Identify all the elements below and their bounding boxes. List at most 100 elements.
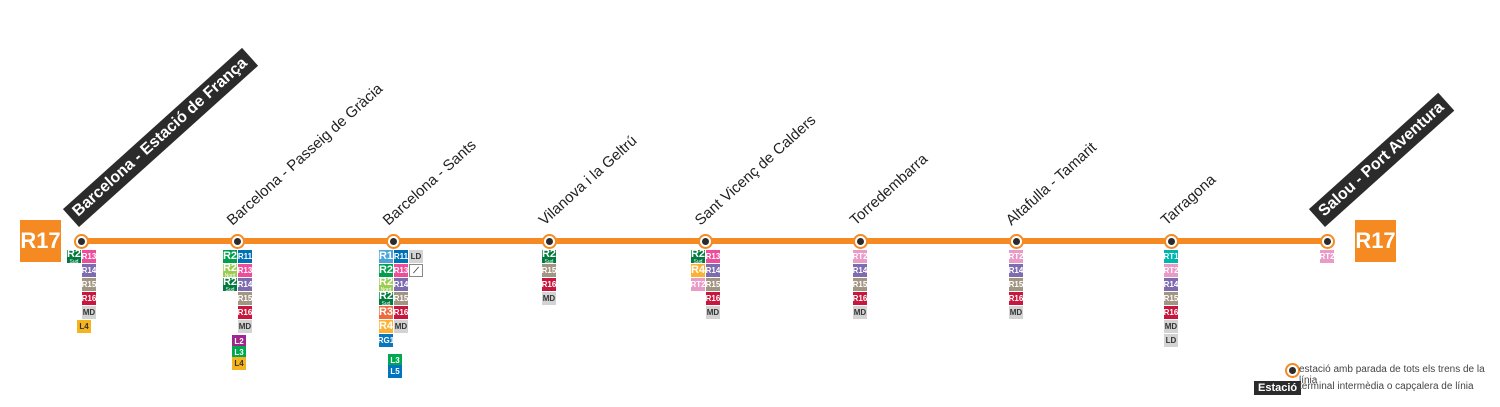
station-dot[interactable] <box>1166 236 1177 247</box>
service-badge-rt2[interactable]: RT2 <box>1008 250 1024 263</box>
service-badge-r13[interactable]: R13 <box>238 264 252 277</box>
service-badge-rt2[interactable]: RT2 <box>852 250 868 263</box>
service-badge-r16[interactable]: R16 <box>1009 292 1023 305</box>
service-badge-l2[interactable]: L2 <box>232 335 246 348</box>
service-badge-train[interactable]: ⟋ <box>409 264 423 277</box>
service-badge-r3[interactable]: R3 <box>379 306 393 319</box>
service-badge-md[interactable]: MD <box>542 292 556 305</box>
badge-sub: Sud <box>69 258 79 265</box>
service-badge-ld[interactable]: LD <box>1164 334 1178 347</box>
service-badge-r4[interactable]: R4 <box>379 320 393 333</box>
service-badge-r16[interactable]: R16 <box>706 292 720 305</box>
station-label[interactable]: Torredembarra <box>846 150 932 229</box>
service-badge-l5[interactable]: L5 <box>388 365 402 378</box>
service-badge-r16[interactable]: R16 <box>1164 306 1178 319</box>
badge-code: R3 <box>378 306 394 318</box>
service-badge-r15[interactable]: R15 <box>238 292 252 305</box>
service-badge-md[interactable]: MD <box>238 320 252 333</box>
service-badge-rt2[interactable]: RT2 <box>1319 250 1335 263</box>
badge-code: L4 <box>79 321 89 331</box>
badge-code: RT2 <box>1319 251 1335 261</box>
station-label[interactable]: Sant Vicenç de Calders <box>691 111 820 229</box>
badge-code: R16 <box>705 293 721 303</box>
badge-code: R15 <box>393 293 409 303</box>
service-badge-r14[interactable]: R14 <box>1164 278 1178 291</box>
station-dot[interactable] <box>388 236 399 247</box>
station-label[interactable]: Barcelona - Passeig de Gràcia <box>223 80 387 229</box>
service-badge-r15[interactable]: R15 <box>1009 278 1023 291</box>
service-badge-r14[interactable]: R14 <box>238 278 252 291</box>
station-dot[interactable] <box>1011 236 1022 247</box>
service-badge-r13[interactable]: R13 <box>82 250 96 263</box>
service-badge-l4[interactable]: L4 <box>77 320 91 333</box>
station-dot[interactable] <box>76 236 87 247</box>
station-dot[interactable] <box>855 236 866 247</box>
service-badge-r14[interactable]: R14 <box>853 264 867 277</box>
service-badge-r16[interactable]: R16 <box>82 292 96 305</box>
badge-code: R13 <box>393 265 409 275</box>
service-badge-l3[interactable]: L3 <box>388 354 402 367</box>
badge-code: MD <box>1009 307 1023 317</box>
service-badge-r11[interactable]: R11 <box>238 250 252 263</box>
station-label[interactable]: Barcelona - Sants <box>379 136 480 229</box>
badge-code: R16 <box>81 293 97 303</box>
service-badge-ld[interactable]: LD <box>409 250 423 263</box>
station-label[interactable]: Salou - Port Aventura <box>1308 92 1455 227</box>
service-badge-r16[interactable]: R16 <box>853 292 867 305</box>
service-badge-r15[interactable]: R15 <box>853 278 867 291</box>
service-badge-r16[interactable]: R16 <box>542 278 556 291</box>
service-badge-md[interactable]: MD <box>853 306 867 319</box>
station-label[interactable]: Altafulla - Tamarit <box>1002 139 1100 229</box>
service-badge-md[interactable]: MD <box>706 306 720 319</box>
service-badge-l4[interactable]: L4 <box>232 357 246 370</box>
station-label[interactable]: Barcelona - Estació de França <box>62 48 258 227</box>
service-badge-md[interactable]: MD <box>1164 320 1178 333</box>
badge-code: RT2 <box>1163 265 1179 275</box>
service-badge-r13[interactable]: R13 <box>394 264 408 277</box>
badge-code: LD <box>1165 335 1177 345</box>
service-badge-md[interactable]: MD <box>394 320 408 333</box>
service-badge-r15[interactable]: R15 <box>542 264 556 277</box>
station-label[interactable]: Tarragona <box>1157 171 1220 229</box>
service-badge-md[interactable]: MD <box>82 306 96 319</box>
station-dot[interactable] <box>700 236 711 247</box>
service-badge-r14[interactable]: R14 <box>706 264 720 277</box>
service-badge-r2[interactable]: R2 <box>379 264 393 277</box>
service-badge-r15[interactable]: R15 <box>82 278 96 291</box>
service-badge-r14[interactable]: R14 <box>82 264 96 277</box>
station-dot[interactable] <box>544 236 555 247</box>
service-badge-r1[interactable]: R1 <box>379 250 393 263</box>
service-badge-r14[interactable]: R14 <box>394 278 408 291</box>
service-badge-r15[interactable]: R15 <box>1164 292 1178 305</box>
service-badge-r15[interactable]: R15 <box>394 292 408 305</box>
service-badge-r13[interactable]: R13 <box>706 250 720 263</box>
badge-code: R2 <box>690 247 706 260</box>
badge-code: R14 <box>852 265 868 275</box>
service-badge-r4[interactable]: R4 <box>691 264 705 277</box>
service-badge-rg1[interactable]: RG1 <box>378 334 394 347</box>
station-dot[interactable] <box>1322 236 1333 247</box>
service-badge-rt2[interactable]: RT2 <box>690 278 706 291</box>
service-badge-r14[interactable]: R14 <box>1009 264 1023 277</box>
station-label[interactable]: Vilanova i la Geltrú <box>535 132 641 229</box>
service-badge-l3[interactable]: L3 <box>232 346 246 359</box>
service-badge-r16[interactable]: R16 <box>394 306 408 319</box>
service-badge-r2[interactable]: R2 <box>223 250 237 263</box>
service-badge-md[interactable]: MD <box>1009 306 1023 319</box>
service-badge-r16[interactable]: R16 <box>238 306 252 319</box>
service-badge-r11[interactable]: R11 <box>394 250 408 263</box>
legend-station-dot-icon <box>1287 365 1298 376</box>
line-badge-right: R17 <box>1355 220 1396 262</box>
service-badge-rt2[interactable]: RT2 <box>1163 264 1179 277</box>
service-badge-rt1[interactable]: RT1 <box>1163 250 1179 263</box>
badge-code: R16 <box>1008 293 1024 303</box>
station-dot[interactable] <box>232 236 243 247</box>
service-badge-r15[interactable]: R15 <box>706 278 720 291</box>
